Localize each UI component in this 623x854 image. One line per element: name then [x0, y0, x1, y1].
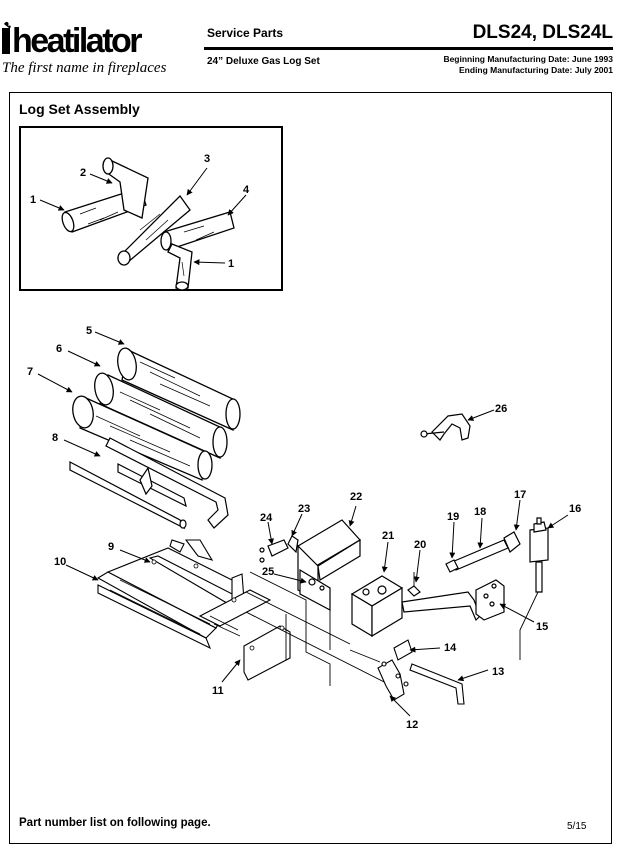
flame-icon: [2, 21, 11, 54]
valve-16: [529, 527, 549, 563]
grate-slots: [109, 579, 241, 637]
doc-type: Service Parts: [207, 26, 284, 40]
grate-screws: [151, 559, 285, 651]
model-numbers: DLS24, DLS24L: [472, 22, 613, 43]
valve-assembly: [259, 519, 404, 638]
logo-wordmark: heatilator: [12, 22, 142, 58]
product-name: 24” Deluxe Gas Log Set: [207, 56, 320, 67]
inset-callout-1a: 1: [30, 194, 36, 206]
callout-25: 25: [262, 566, 274, 578]
header-rule: [204, 47, 613, 50]
callout-13: 13: [492, 666, 504, 678]
callout-17: 17: [514, 489, 526, 501]
part-23: [287, 535, 299, 554]
front-rail: [97, 584, 212, 650]
main-log-texture: [95, 361, 211, 467]
begin-date: Beginning Manufacturing Date: June 1993: [443, 54, 613, 64]
fitting-17: [503, 531, 521, 553]
gas-line-assembly: [401, 517, 549, 622]
footer-note: Part number list on following page.: [19, 817, 211, 829]
inset-callout-3: 3: [204, 153, 210, 165]
part-24: [267, 539, 289, 557]
inset-callout-1b: 1: [228, 258, 234, 270]
main-logs: [72, 347, 241, 481]
callout-16: 16: [569, 503, 581, 515]
part-14: [393, 639, 413, 661]
page-number: 5/15: [567, 821, 587, 832]
callout-9: 9: [108, 541, 114, 553]
callout-7: 7: [27, 366, 33, 378]
inset-callout-2: 2: [80, 167, 86, 179]
callout-24: 24: [260, 512, 273, 524]
main-callout-arrows: [37, 331, 569, 717]
log-1-right: [167, 243, 193, 289]
callout-8: 8: [52, 432, 58, 444]
page-frame: [9, 92, 612, 844]
callout-21: 21: [382, 530, 394, 542]
connector-20: [407, 585, 421, 597]
gas-pipe: [401, 591, 481, 622]
callout-5: 5: [86, 325, 92, 337]
callout-11: 11: [212, 685, 224, 697]
callout-12: 12: [406, 719, 418, 731]
bracket-11: [243, 625, 291, 681]
assembly-leader-lines: [245, 571, 393, 687]
callout-26: 26: [495, 403, 507, 415]
heatilator-logo: heatilator: [2, 21, 145, 58]
callout-19: 19: [447, 511, 459, 523]
callout-10: 10: [54, 556, 66, 568]
bracket-15: [475, 579, 505, 621]
bracket-12: [377, 659, 405, 701]
end-date: Ending Manufacturing Date: July 2001: [459, 65, 613, 75]
fitting-19: [445, 559, 459, 573]
inset-log-texture: [79, 207, 215, 277]
callout-20: 20: [414, 539, 426, 551]
callout-18: 18: [474, 506, 486, 518]
clip-26: [420, 413, 471, 441]
callout-6: 6: [56, 343, 62, 355]
manufacturing-dates: Beginning Manufacturing Date: June 1993 …: [443, 54, 613, 76]
callout-22: 22: [350, 491, 362, 503]
inset-callout-arrows: [39, 167, 247, 266]
inset-callout-4: 4: [243, 184, 250, 196]
rod-13: [409, 663, 465, 705]
tagline: The first name in fireplaces: [2, 60, 167, 76]
inset-logs: [61, 157, 235, 291]
burner-tube: [69, 437, 229, 530]
log-arrangement-inset: [19, 126, 283, 291]
callout-15: 15: [536, 621, 548, 633]
callout-14: 14: [444, 642, 457, 654]
section-title: Log Set Assembly: [19, 101, 140, 117]
callout-23: 23: [298, 503, 310, 515]
